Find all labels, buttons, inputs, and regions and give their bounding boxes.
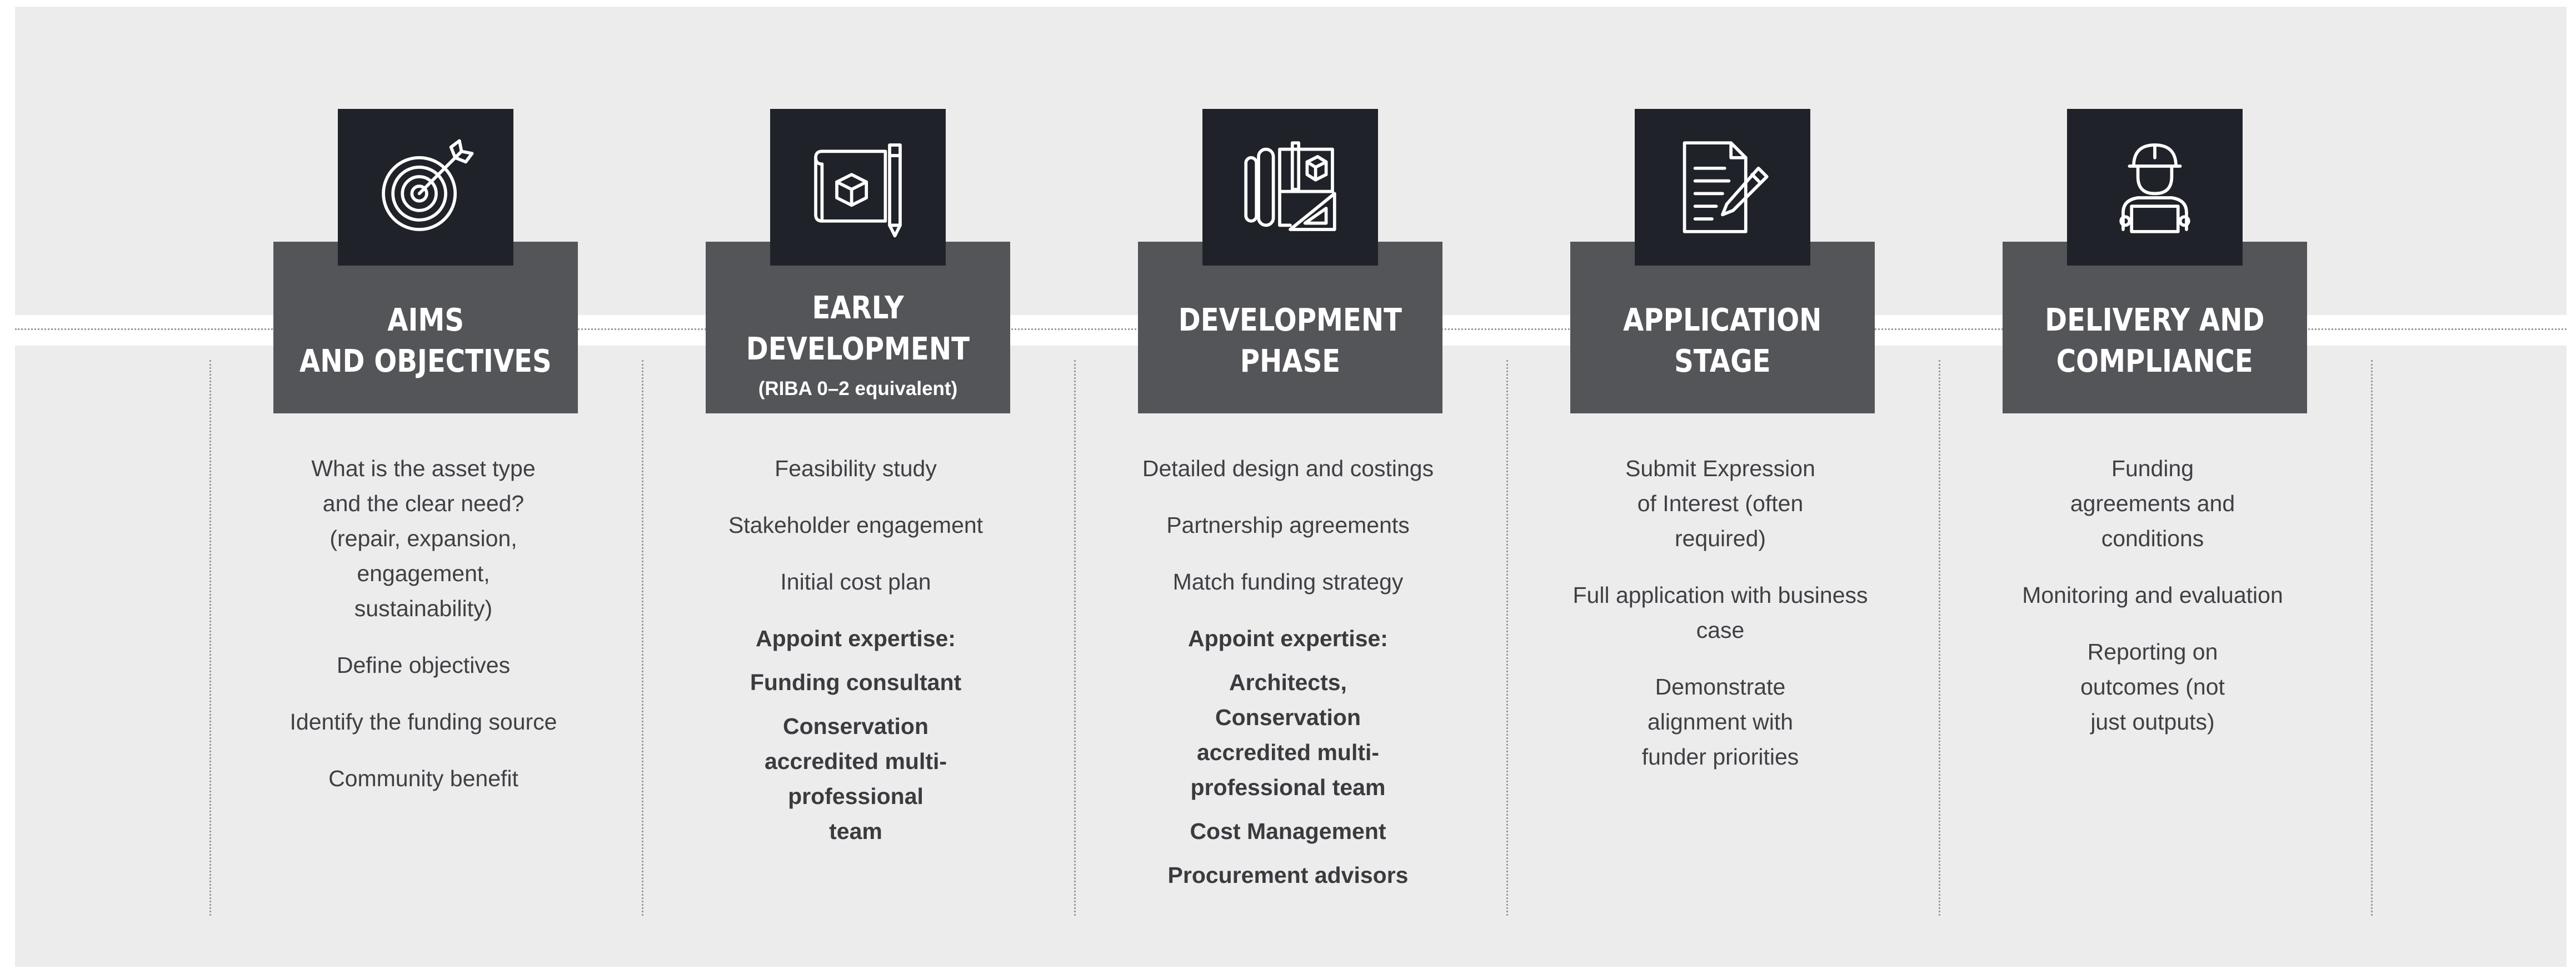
- stage-title-line1: DELIVERY AND: [2045, 302, 2265, 338]
- stage-items: Funding agreements and conditions Monito…: [1980, 451, 2325, 761]
- stage-items: Submit Expression of Interest (often req…: [1548, 451, 1893, 796]
- stage-heading: APPLICATION STAGE: [1570, 242, 1875, 413]
- list-item: Demonstrate alignment with funder priori…: [1641, 674, 1799, 770]
- stage-heading: DELIVERY AND COMPLIANCE: [2003, 242, 2307, 413]
- stage-heading: DEVELOPMENT PHASE: [1138, 242, 1442, 413]
- list-item: Full application with business case: [1572, 582, 1868, 643]
- list-item: Stakeholder engagement: [728, 512, 984, 538]
- column-divider: [2371, 360, 2373, 916]
- list-item: What is the asset type and the clear nee…: [311, 456, 536, 621]
- engineer-hardhat-icon: [2067, 109, 2243, 266]
- stage-subtitle: (RIBA 0–2 equivalent): [758, 377, 958, 399]
- list-item: Match funding strategy: [1172, 569, 1404, 595]
- target-icon: [338, 109, 513, 266]
- stage-title-line2: AND OBJECTIVES: [299, 343, 552, 379]
- stage-items: Detailed design and costings Partnership…: [1116, 451, 1460, 902]
- list-item: Identify the funding source: [289, 709, 557, 735]
- stage-title-line1: APPLICATION: [1623, 302, 1822, 338]
- stage-title-line2: DEVELOPMENT: [746, 331, 970, 367]
- stage-heading: EARLY DEVELOPMENT (RIBA 0–2 equivalent): [706, 242, 1010, 413]
- stage-title-line1: EARLY: [812, 289, 904, 326]
- list-item: Architects, Conservation accredited mult…: [1190, 670, 1386, 800]
- stage-title-line2: PHASE: [1240, 343, 1341, 379]
- list-item: Funding agreements and conditions: [2070, 456, 2235, 551]
- list-item: Feasibility study: [775, 456, 937, 481]
- column-divider: [1506, 360, 1508, 916]
- list-item: Monitoring and evaluation: [2022, 582, 2283, 608]
- list-item: Appoint expertise:: [756, 626, 956, 651]
- process-panel: AIMS AND OBJECTIVES What is the asset ty…: [15, 7, 2567, 967]
- list-item: Cost Management: [1190, 818, 1386, 844]
- column-divider: [1074, 360, 1076, 916]
- list-item: Community benefit: [328, 766, 518, 791]
- drafting-tools-icon: [1202, 109, 1378, 266]
- list-item: Submit Expression of Interest (often req…: [1625, 456, 1815, 551]
- document-pen-icon: [1635, 109, 1810, 266]
- stage-heading: AIMS AND OBJECTIVES: [273, 242, 578, 413]
- column-divider: [1939, 360, 1940, 916]
- column-divider: [642, 360, 643, 916]
- stage-title-line1: DEVELOPMENT: [1178, 302, 1402, 338]
- list-item: Reporting on outcomes (not just outputs): [2080, 639, 2225, 735]
- stage-title-line2: COMPLIANCE: [2056, 343, 2253, 379]
- stage-title-line1: AIMS: [387, 302, 464, 338]
- stage-items: What is the asset type and the clear nee…: [251, 451, 596, 818]
- list-item: Define objectives: [336, 652, 511, 678]
- list-item: Partnership agreements: [1166, 512, 1410, 538]
- list-item: Appoint expertise:: [1188, 626, 1388, 651]
- list-item: Initial cost plan: [780, 569, 931, 595]
- blueprint-pencil-icon: [770, 109, 946, 266]
- stage-title-line2: STAGE: [1674, 343, 1771, 379]
- stage-items: Feasibility study Stakeholder engagement…: [683, 451, 1028, 858]
- list-item: Detailed design and costings: [1142, 456, 1434, 481]
- list-item: Conservation accredited multi-profession…: [764, 713, 947, 844]
- list-item: Funding consultant: [750, 670, 962, 695]
- list-item: Procurement advisors: [1167, 862, 1409, 888]
- column-divider: [209, 360, 211, 916]
